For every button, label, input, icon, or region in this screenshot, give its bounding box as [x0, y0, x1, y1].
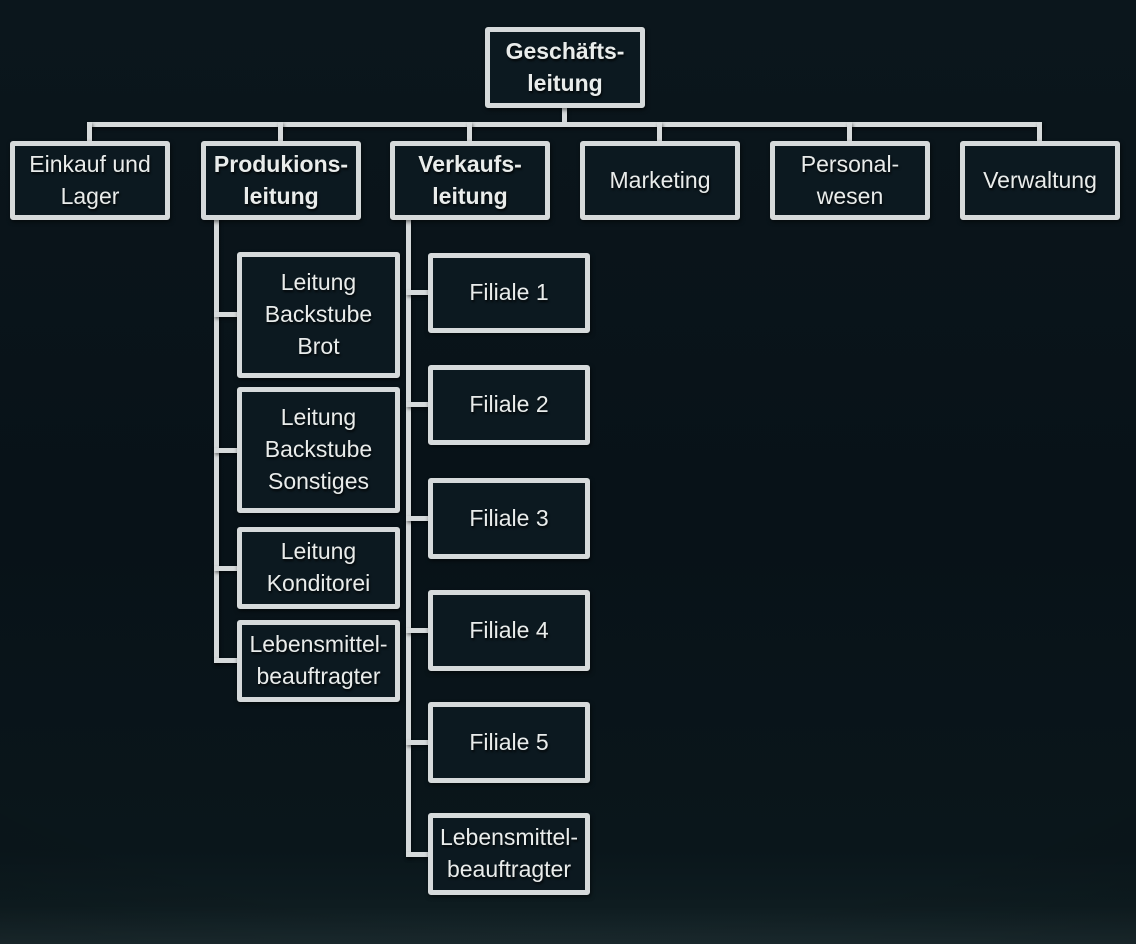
node-einkauf-und-lager: Einkauf und Lager — [10, 141, 170, 220]
connector-production-stub-1 — [214, 312, 239, 317]
node-filiale-3: Filiale 3 — [428, 478, 590, 559]
node-filiale-2: Filiale 2 — [428, 365, 590, 445]
connector-production-trunk — [214, 219, 219, 663]
node-leitung-konditorei: Leitung Konditorei — [237, 527, 400, 609]
connector-sales-stub-5 — [406, 740, 430, 745]
node-leitung-backstube-brot: Leitung Backstube Brot — [237, 252, 400, 378]
node-verwaltung: Verwaltung — [960, 141, 1120, 220]
connector-sales-stub-4 — [406, 628, 430, 633]
node-filiale-4: Filiale 4 — [428, 590, 590, 671]
connector-stub-marketing — [657, 122, 662, 143]
node-lebensmittelbeauftragter-produktion: Lebensmittel- beauftragter — [237, 620, 400, 702]
connector-production-stub-4 — [214, 658, 239, 663]
connector-stub-verkauf — [467, 122, 472, 143]
node-geschaeftsleitung: Geschäfts- leitung — [485, 27, 645, 108]
node-filiale-1: Filiale 1 — [428, 253, 590, 333]
connector-sales-stub-3 — [406, 516, 430, 521]
connector-production-stub-3 — [214, 566, 239, 571]
node-verkaufsleitung: Verkaufs- leitung — [390, 141, 550, 220]
connector-stub-verwaltung — [1037, 122, 1042, 143]
connector-production-stub-2 — [214, 448, 239, 453]
node-leitung-backstube-sonstiges: Leitung Backstube Sonstiges — [237, 387, 400, 513]
node-produktionsleitung: Produkions- leitung — [201, 141, 361, 220]
connector-sales-trunk — [406, 219, 411, 857]
connector-stub-personal — [847, 122, 852, 143]
node-filiale-5: Filiale 5 — [428, 702, 590, 783]
connector-root-drop — [562, 105, 567, 125]
connector-level2-bus — [87, 122, 1042, 127]
node-marketing: Marketing — [580, 141, 740, 220]
connector-stub-produktion — [278, 122, 283, 143]
node-lebensmittelbeauftragter-verkauf: Lebensmittel- beauftragter — [428, 813, 590, 895]
connector-sales-stub-2 — [406, 402, 430, 407]
connector-sales-stub-1 — [406, 290, 430, 295]
connector-sales-stub-6 — [406, 852, 430, 857]
node-personalwesen: Personal- wesen — [770, 141, 930, 220]
connector-stub-einkauf — [87, 122, 92, 143]
